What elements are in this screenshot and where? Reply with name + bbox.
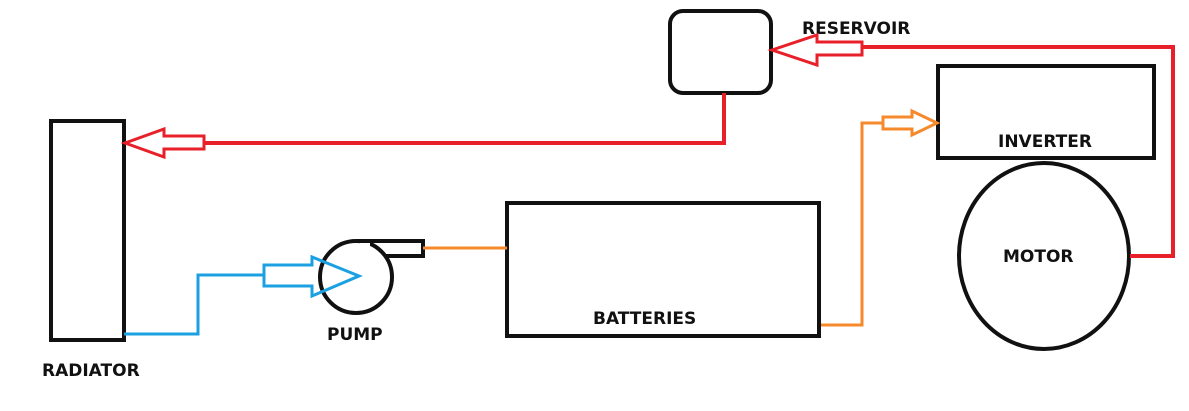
inverter-label: INVERTER: [998, 132, 1092, 152]
batteries-to-inverter-line: [821, 121, 883, 327]
motor-to-reservoir-line: [862, 45, 1175, 258]
inverter-inlet-arrow-icon: [881, 108, 941, 138]
pump-inlet-arrow-icon: [262, 254, 363, 299]
reservoir-to-radiator-line: [204, 93, 726, 145]
radiator-to-pump-line: [124, 273, 264, 336]
reservoir-inlet-arrow-icon: [767, 32, 864, 68]
pump-label: PUMP: [327, 325, 383, 345]
inverter-box: [936, 64, 1156, 160]
radiator-label: RADIATOR: [42, 361, 140, 381]
reservoir-label: RESERVOIR: [802, 19, 910, 39]
reservoir-box: [668, 9, 773, 95]
motor-label: MOTOR: [1003, 247, 1074, 267]
motor-circle: [957, 161, 1131, 351]
radiator-inlet-arrow-icon: [120, 126, 206, 160]
batteries-label: BATTERIES: [593, 309, 696, 329]
radiator-box: [49, 119, 126, 342]
batteries-box: [505, 201, 821, 338]
